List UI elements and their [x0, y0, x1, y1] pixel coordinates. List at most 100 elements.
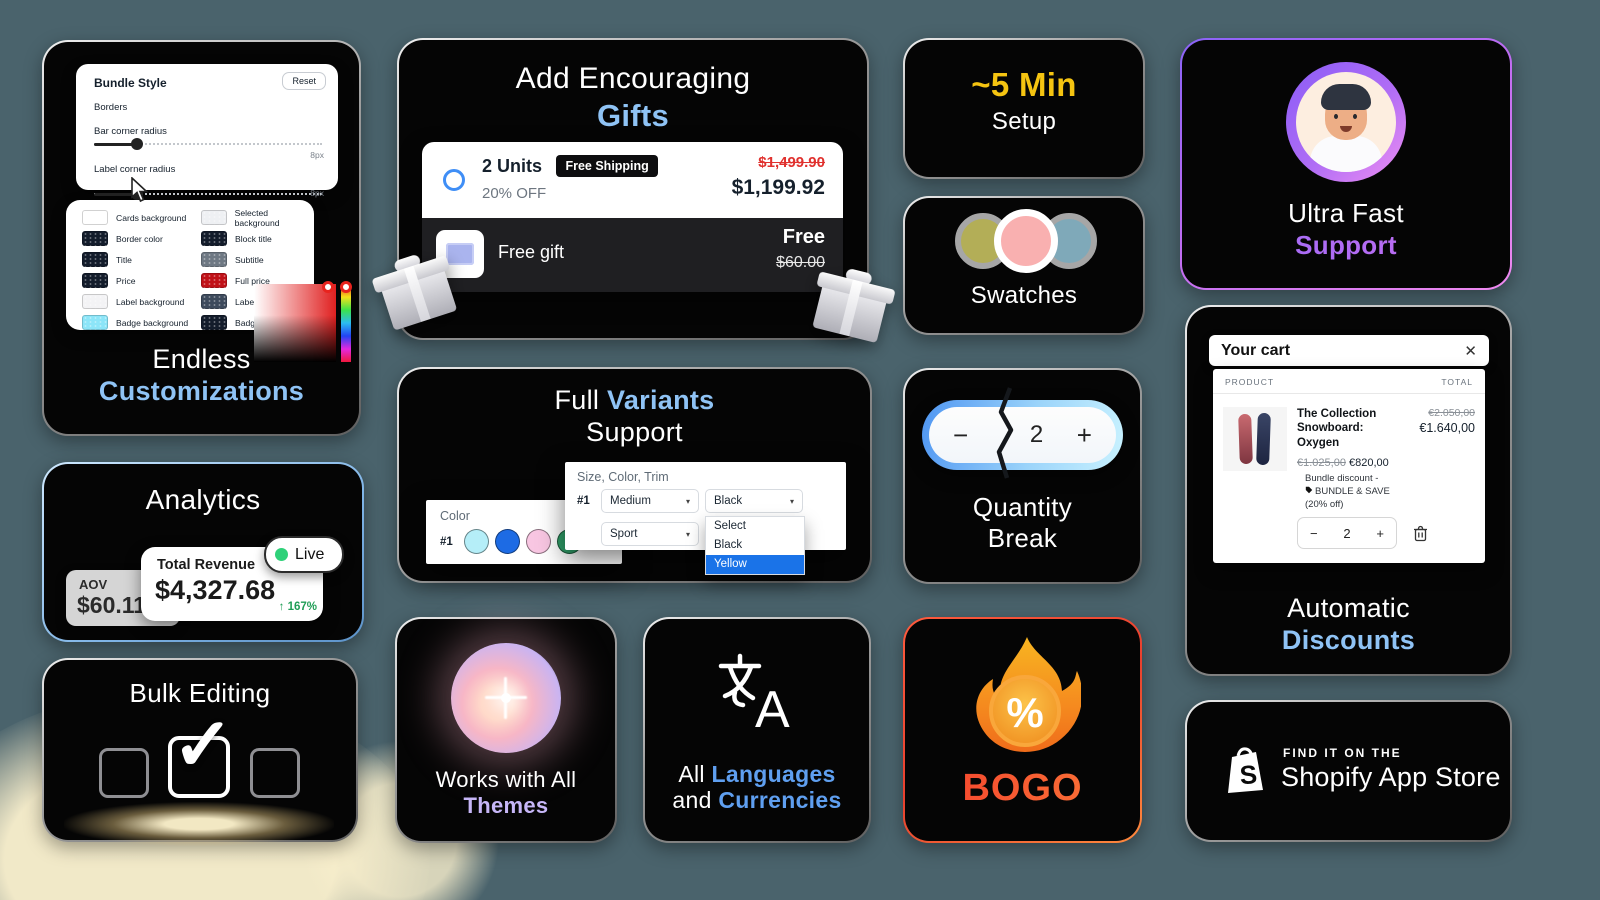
checkbox-unchecked[interactable]: [99, 748, 149, 798]
color-chip[interactable]: [82, 294, 108, 309]
borders-section-label: Borders: [94, 102, 128, 113]
swatch-circle-selected[interactable]: [994, 209, 1058, 273]
bar-corner-radius-slider[interactable]: [94, 138, 322, 150]
card-title-line2: Themes: [463, 793, 549, 818]
column-total: TOTAL: [1441, 377, 1473, 387]
gift-old-price: $60.00: [776, 254, 825, 271]
bundle-discount-note: Bundle discount - BUNDLE & SAVE (20% off…: [1305, 473, 1390, 510]
color-setting-row[interactable]: Price: [82, 270, 188, 291]
tag-icon: [1305, 486, 1313, 494]
color-chip[interactable]: [82, 273, 108, 288]
trash-icon[interactable]: [1413, 525, 1428, 542]
card-title-line2: Discounts: [1281, 625, 1416, 655]
variant-color-dot[interactable]: [464, 529, 489, 554]
card-setup-time: ~5 Min Setup: [903, 38, 1145, 179]
free-gift-label: Free gift: [498, 242, 565, 262]
color-setting-row[interactable]: Selected background: [201, 207, 314, 228]
color-chip[interactable]: [201, 210, 227, 225]
dropdown-option-selected[interactable]: Yellow: [706, 555, 804, 574]
color-setting-row[interactable]: Title: [82, 249, 188, 270]
product-title: The Collection Snowboard: Oxygen: [1297, 408, 1377, 449]
card-quantity-break: − 2 + Quantity Break: [903, 368, 1142, 584]
color-setting-row[interactable]: Label text: [201, 291, 314, 312]
size-dropdown[interactable]: Medium▾: [601, 489, 699, 513]
panel-label: Color: [440, 509, 470, 523]
color-setting-row[interactable]: Badge background: [82, 312, 188, 333]
hue-handle[interactable]: [340, 281, 352, 293]
revenue-value: $4,327.68: [155, 575, 276, 605]
caret-down-icon: ▾: [685, 496, 690, 506]
free-label: Free: [782, 226, 825, 248]
variant-color-dot[interactable]: [526, 529, 551, 554]
flame-icon: %: [976, 637, 1081, 752]
color-setting-row[interactable]: Label background: [82, 291, 188, 312]
color-chip[interactable]: [201, 273, 227, 288]
old-price: $1,499.90: [758, 154, 825, 171]
live-label: Live: [295, 545, 325, 563]
row-number: #1: [440, 536, 453, 548]
card-title: Analytics: [145, 484, 261, 515]
color-setting-row[interactable]: Subtitle: [201, 249, 314, 270]
checkbox-unchecked[interactable]: [250, 748, 300, 798]
color-chip[interactable]: [82, 231, 108, 246]
color-setting-row[interactable]: Full price: [201, 270, 314, 291]
bundle-style-panel: Bundle Style Reset Borders Bar corner ra…: [76, 64, 338, 200]
crack-icon: [996, 387, 1014, 479]
revenue-label: Total Revenue: [157, 557, 256, 573]
caret-down-icon: ▾: [685, 529, 690, 539]
color-chip[interactable]: [201, 315, 227, 330]
dropdown-option[interactable]: Select: [714, 520, 746, 532]
units-label: 2 Units: [482, 156, 543, 176]
dropdown-option[interactable]: Black: [714, 539, 743, 551]
product-old-price: €1.025,00: [1297, 457, 1346, 469]
color-chip[interactable]: [82, 210, 108, 225]
setup-time: ~5 Min: [971, 66, 1077, 103]
minus-button[interactable]: −: [953, 419, 969, 450]
trim-dropdown[interactable]: Sport▾: [601, 522, 699, 546]
color-chip[interactable]: [82, 315, 108, 330]
offer-row[interactable]: 2 Units Free Shipping 20% OFF $1,499.90 …: [422, 142, 843, 218]
card-swatches: Swatches: [903, 196, 1145, 335]
color-chip[interactable]: [82, 252, 108, 267]
color-chip[interactable]: [201, 252, 227, 267]
card-variants-support: Full Variants Support Color #1 Size, Col…: [397, 367, 872, 583]
card-title-line2: and Currencies: [672, 787, 842, 813]
card-title-line2: Break: [987, 523, 1058, 553]
color-setting-row[interactable]: Cards background: [82, 207, 188, 228]
growth-badge: ↑ 167%: [278, 601, 317, 613]
current-price: $1,199.92: [731, 176, 825, 199]
card-shopify-badge[interactable]: S FIND IT ON THE Shopify App Store: [1185, 700, 1512, 842]
cart-quantity: 2: [1343, 525, 1351, 541]
plus-button[interactable]: +: [1076, 419, 1092, 450]
color-chip[interactable]: [201, 294, 227, 309]
minus-button[interactable]: −: [1310, 525, 1318, 541]
free-gift-row[interactable]: Free gift Free $60.00: [422, 218, 843, 292]
panel-label: Size, Color, Trim: [577, 470, 669, 484]
color-setting-row[interactable]: Border color: [82, 228, 188, 249]
checkbox-checked[interactable]: [168, 736, 230, 798]
color-setting-row[interactable]: Block title: [201, 228, 314, 249]
product-thumbnail: [1223, 407, 1287, 471]
revenue-widget: Total Revenue $4,327.68 ↑ 167%: [141, 547, 323, 621]
picker-handle[interactable]: [322, 281, 334, 293]
color-chip[interactable]: [201, 231, 227, 246]
hue-slider[interactable]: [341, 284, 351, 362]
reset-button[interactable]: Reset: [282, 72, 326, 90]
card-title-line2: Customizations: [98, 376, 305, 406]
color-dropdown[interactable]: Black▾: [705, 489, 803, 513]
translate-icon: A: [718, 653, 790, 735]
card-title-line1: Endless: [152, 344, 251, 374]
card-title-line1: Works with All: [435, 767, 577, 792]
svg-text:%: %: [1006, 689, 1043, 736]
saturation-square[interactable]: [254, 284, 336, 362]
card-title-line1: Quantity: [972, 492, 1073, 522]
close-icon[interactable]: ✕: [1464, 342, 1477, 360]
variant-color-dot[interactable]: [495, 529, 520, 554]
card-title: Bulk Editing: [129, 678, 271, 708]
svg-text:S: S: [1239, 759, 1258, 790]
card-title-line2: Support: [1182, 230, 1510, 261]
card-title: BOGO: [905, 767, 1140, 810]
plus-button[interactable]: +: [1376, 525, 1384, 541]
color-picker[interactable]: [254, 281, 352, 362]
radio-button[interactable]: [443, 169, 465, 191]
